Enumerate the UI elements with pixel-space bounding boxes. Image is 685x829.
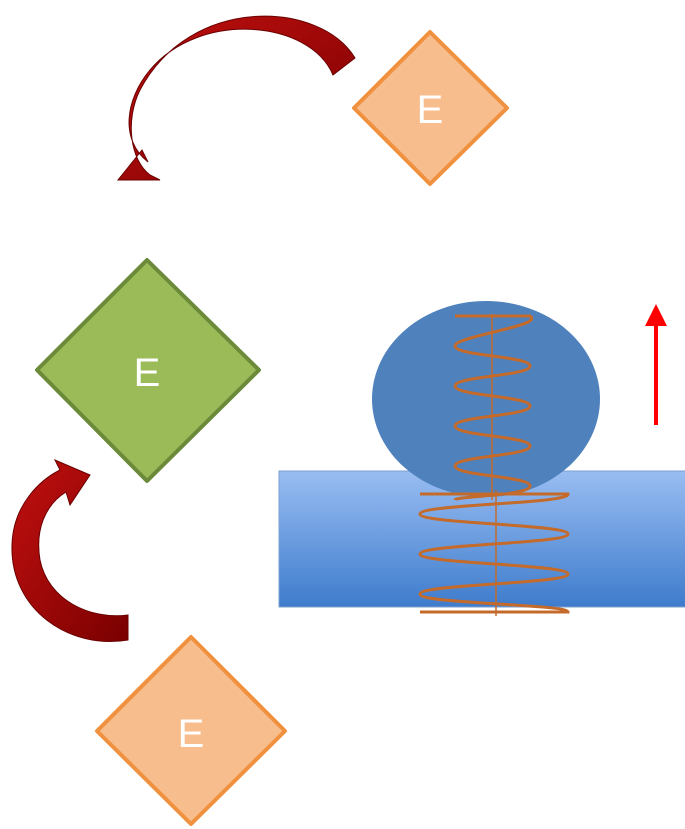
diamond-middle-label: E [134,351,161,395]
diamond-top: E [352,30,509,186]
diamond-top-label: E [417,88,444,132]
curved-arrow-bottom [11,459,129,642]
spring-upper [453,314,534,502]
sphere [372,301,600,497]
diamond-middle: E [35,258,261,483]
diamond-bottom-label: E [178,712,205,756]
curved-arrow-top [116,15,356,181]
up-arrow [645,304,667,425]
diamond-bottom: E [95,635,287,826]
spring-lower [418,490,570,616]
